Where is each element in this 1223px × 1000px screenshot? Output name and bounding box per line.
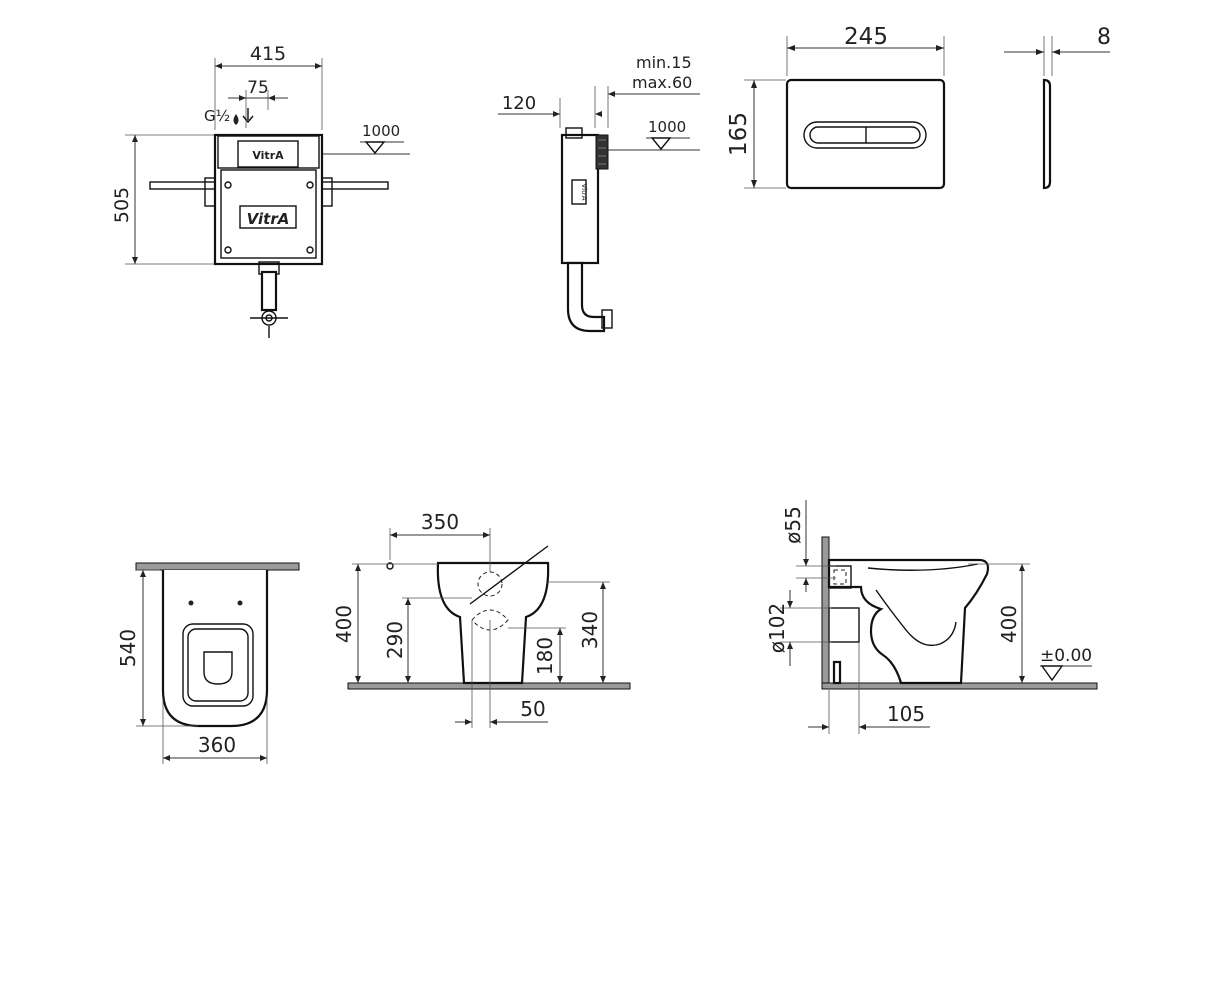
- cistern-front-view: 415 75 G½ 505 1000 VitrA: [111, 43, 410, 338]
- flush-plate-front: 245 165: [726, 24, 946, 190]
- pan-side-view: ø55 ø102 400 ±0.00 105: [765, 500, 1098, 734]
- dim-plate-thickness: 8: [1097, 25, 1111, 50]
- dim-front-outlet-height: 290: [383, 621, 407, 659]
- water-drop-icon: [233, 114, 239, 125]
- dim-pan-width: 360: [198, 733, 236, 757]
- dim-side-depth: 105: [887, 702, 925, 726]
- side-level: ±0.00: [1040, 646, 1092, 666]
- side-level: 1000: [648, 118, 686, 136]
- dim-front-span: 350: [421, 510, 459, 534]
- dim-pan-length: 540: [116, 629, 140, 667]
- dim-side-outlet-diameter: ø102: [765, 603, 789, 653]
- arrow-down-icon: [242, 108, 254, 124]
- dim-cistern-depth: 120: [502, 93, 536, 114]
- dim-cistern-offset: 75: [247, 78, 269, 98]
- side-logo: VitrA: [580, 184, 588, 201]
- dim-front-rim-height: 340: [578, 611, 602, 649]
- cistern-logo-top: VitrA: [252, 149, 284, 162]
- wall-max: max.60: [632, 73, 692, 92]
- inlet-label: G½: [204, 107, 230, 125]
- dim-side-height: 400: [997, 605, 1021, 643]
- dim-side-top-diameter: ø55: [781, 506, 805, 544]
- cistern-side-view: 120 min.15 max.60 1000 VitrA: [498, 53, 700, 333]
- dim-plate-width: 245: [844, 24, 888, 50]
- dim-cistern-height: 505: [111, 187, 133, 223]
- wall-min: min.15: [636, 53, 692, 72]
- dim-plate-height: 165: [726, 112, 752, 156]
- dim-front-total-height: 400: [332, 605, 356, 643]
- pan-top-view: 540 360: [116, 562, 300, 764]
- cistern-level: 1000: [362, 122, 400, 140]
- dim-cistern-width: 415: [250, 43, 286, 65]
- pan-front-view: 350 400 290 180 340 50: [332, 510, 631, 728]
- dim-front-inner-height: 180: [533, 637, 557, 675]
- flush-plate-side: 8: [1004, 25, 1111, 190]
- cistern-logo-body: VitrA: [247, 210, 290, 228]
- dim-front-offset: 50: [520, 697, 545, 721]
